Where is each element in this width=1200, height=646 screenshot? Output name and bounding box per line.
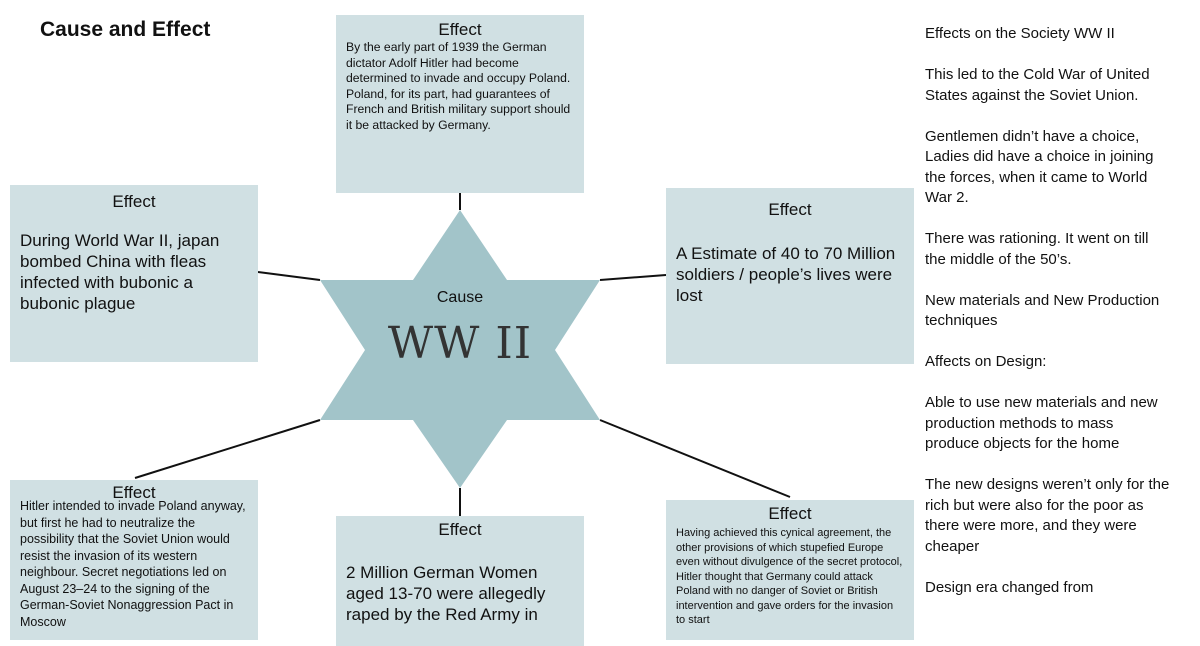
note: Design era changed from [925,578,1094,596]
note: Effects on the Society WW II [925,25,1115,42]
connector-bottom-right [599,419,791,498]
note: This led to the Cold War of United State… [925,66,1150,104]
effect-text: During World War II, japan bombed China … [20,231,220,313]
connector-bottom-left [134,419,321,479]
effect-box-left: Effect During World War II, japan bombed… [10,185,258,362]
effect-box-right: Effect A Estimate of 40 to 70 Million so… [666,188,914,364]
effect-heading: Effect [112,192,156,211]
effect-heading: Effect [768,200,812,219]
effect-text: Hitler intended to invade Poland anyway,… [20,499,246,629]
note: The new designs weren’t only for the ric… [925,476,1170,555]
connector-left [257,271,321,281]
note: Able to use new materials and new produc… [925,394,1158,452]
effect-text: Having achieved this cynical agreement, … [676,527,903,626]
effect-heading: Effect [768,504,812,523]
effect-text: By the early part of 1939 the German dic… [346,40,571,132]
effect-heading: Effect [438,20,482,39]
page-title: Cause and Effect [40,18,211,41]
effect-box-top: Effect By the early part of 1939 the Ger… [336,15,584,193]
effect-text: 2 Million German Women aged 13-70 were a… [346,563,546,624]
effect-text: A Estimate of 40 to 70 Million soldiers … [676,244,896,305]
cause-name: WW II [387,318,533,369]
cause-label: Cause [436,289,484,306]
note: Affects on Design: [925,353,1047,370]
notes-column: Effects on the Society WW II This led to… [925,24,1170,619]
effect-heading: Effect [112,483,156,502]
cause-star-shape [320,210,600,488]
effect-heading: Effect [438,520,482,539]
connector-right [599,274,667,281]
effect-box-bottom-right: Effect Having achieved this cynical agre… [666,500,914,640]
effect-box-bottom: Effect 2 Million German Women aged 13-70… [336,516,584,646]
effect-box-bottom-left: Effect Hitler intended to invade Poland … [10,480,258,640]
note: There was rationing. It went on till the… [925,230,1149,268]
diagram-connectors [134,193,791,516]
note: New materials and New Production techniq… [925,291,1160,330]
note: Gentlemen didn’t have a choice, Ladies d… [925,127,1154,207]
